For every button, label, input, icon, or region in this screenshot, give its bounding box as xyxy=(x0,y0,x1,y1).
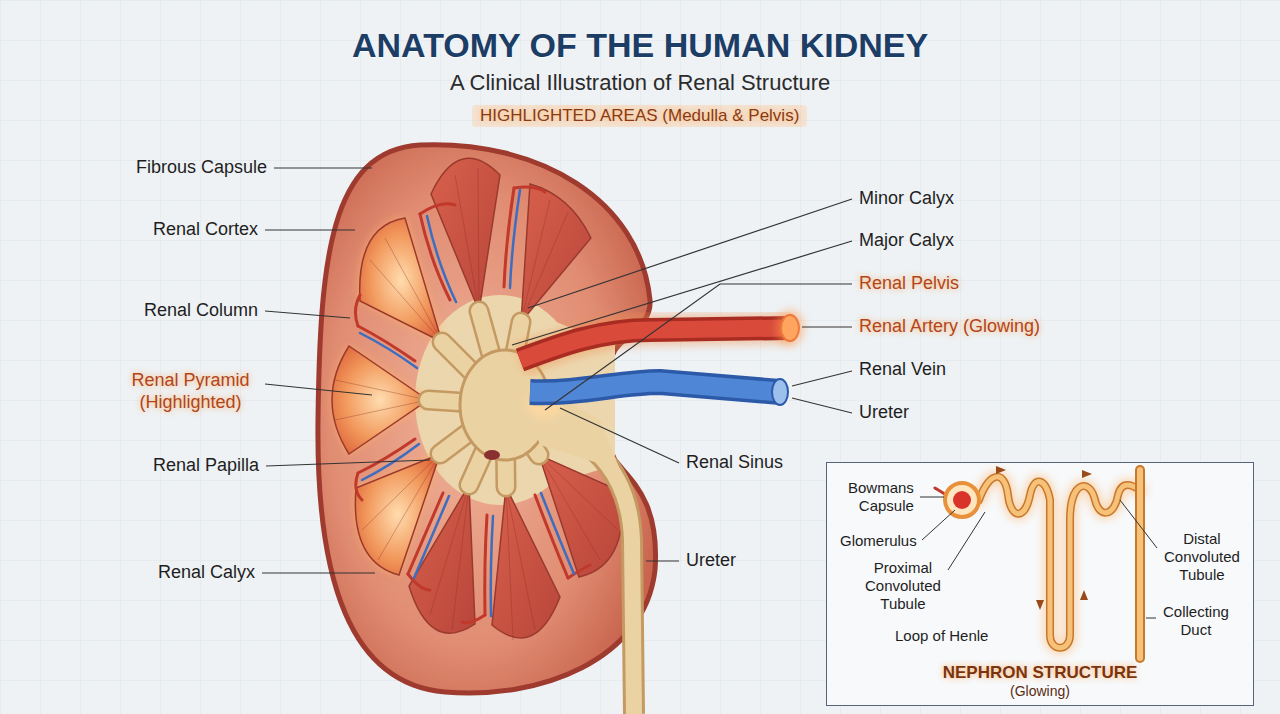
part-label: Major Calyx xyxy=(859,230,954,252)
part-label: Ureter xyxy=(686,550,736,572)
subtitle-text: HIGHLIGHTED AREAS (Medulla & Pelvis) xyxy=(472,105,807,127)
inset-heading: (Glowing) xyxy=(827,683,1253,700)
leader-lines xyxy=(262,168,852,573)
flow-arrows xyxy=(996,466,1092,610)
renal-artery xyxy=(520,328,790,360)
vein-opening xyxy=(772,379,788,405)
renal-vein xyxy=(530,382,780,392)
inset-leader-lines xyxy=(920,497,1157,618)
part-label: Renal Column xyxy=(144,300,258,322)
ureter-tube xyxy=(540,420,634,714)
part-label: Renal Cortex xyxy=(153,219,258,241)
bowman-capsule xyxy=(945,483,979,517)
part-label: Minor Calyx xyxy=(859,188,954,210)
part-label: Renal Pelvis xyxy=(859,273,959,295)
renal-artery xyxy=(520,328,790,360)
diagram-title: ANATOMY OF THE HUMAN KIDNEY xyxy=(352,25,928,66)
pelvis-spot xyxy=(484,450,500,460)
kidney-outline xyxy=(318,145,656,693)
nephron-part-label: Proximal Convoluted Tubule xyxy=(865,559,941,613)
part-label: Ureter xyxy=(859,402,909,424)
inset-heading-group: NEPHRON STRUCTURE(Glowing) xyxy=(827,663,1253,700)
part-label: Renal Artery (Glowing) xyxy=(859,316,1040,338)
inset-heading: NEPHRON STRUCTURE xyxy=(827,663,1253,683)
part-label: Fibrous Capsule xyxy=(136,157,267,179)
glomerulus-tuft xyxy=(953,491,971,509)
inset-ground xyxy=(826,462,1254,706)
artery-glow xyxy=(776,310,804,346)
ureter-tube xyxy=(540,420,634,714)
nephron-part-label: Glomerulus xyxy=(840,532,917,550)
part-label: Renal Vein xyxy=(859,359,946,381)
part-label: Renal Papilla xyxy=(153,455,259,477)
subtitle-text: A Clinical Illustration of Renal Structu… xyxy=(450,70,830,96)
part-label: Renal Pyramid (Highlighted) xyxy=(123,370,258,413)
pyramid-striations xyxy=(335,168,618,640)
part-label: Renal Sinus xyxy=(686,452,783,474)
part-label: Renal Calyx xyxy=(158,562,255,584)
nephron-part-label: Bowmans Capsule xyxy=(848,479,914,515)
nephron-part-label: Distal Convoluted Tubule xyxy=(1164,530,1240,584)
artery-glow xyxy=(520,328,790,360)
renal-vein xyxy=(530,382,780,392)
nephron-part-label: Loop of Henle xyxy=(895,627,988,645)
nephron-part-label: Collecting Duct xyxy=(1163,603,1229,639)
